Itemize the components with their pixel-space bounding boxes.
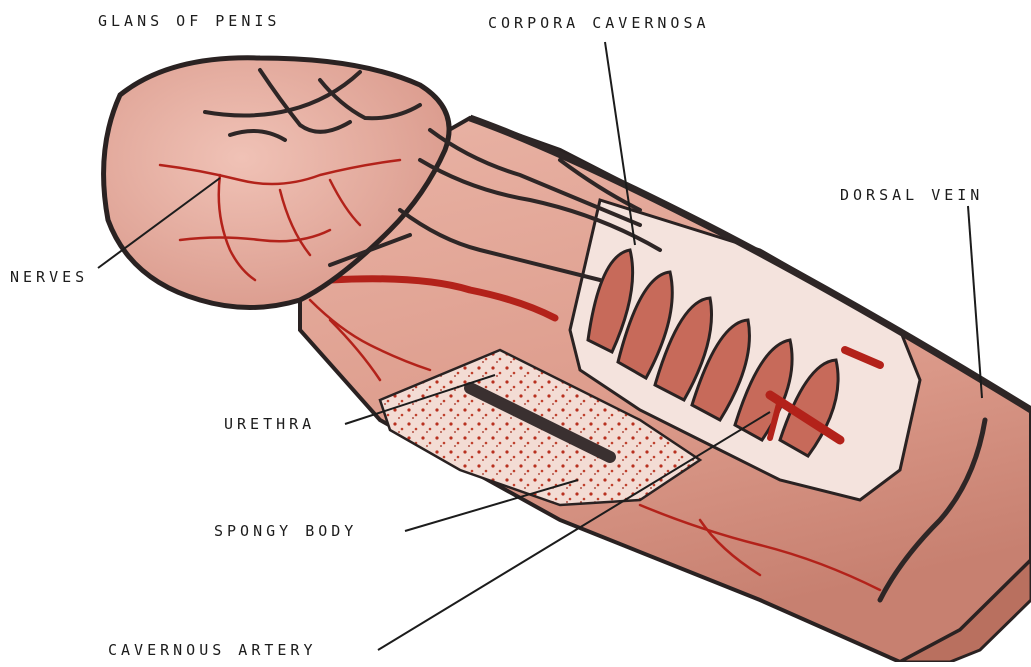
label-nerves: NERVES [10, 268, 88, 286]
label-dorsal-vein: DORSAL VEIN [840, 186, 983, 204]
label-urethra: URETHRA [224, 415, 315, 433]
label-spongy-body: SPONGY BODY [214, 522, 357, 540]
label-cavernous-artery: CAVERNOUS ARTERY [108, 641, 317, 659]
label-glans-of-penis: GLANS OF PENIS [98, 12, 280, 30]
label-corpora-cavernosa: CORPORA CAVERNOSA [488, 14, 710, 32]
